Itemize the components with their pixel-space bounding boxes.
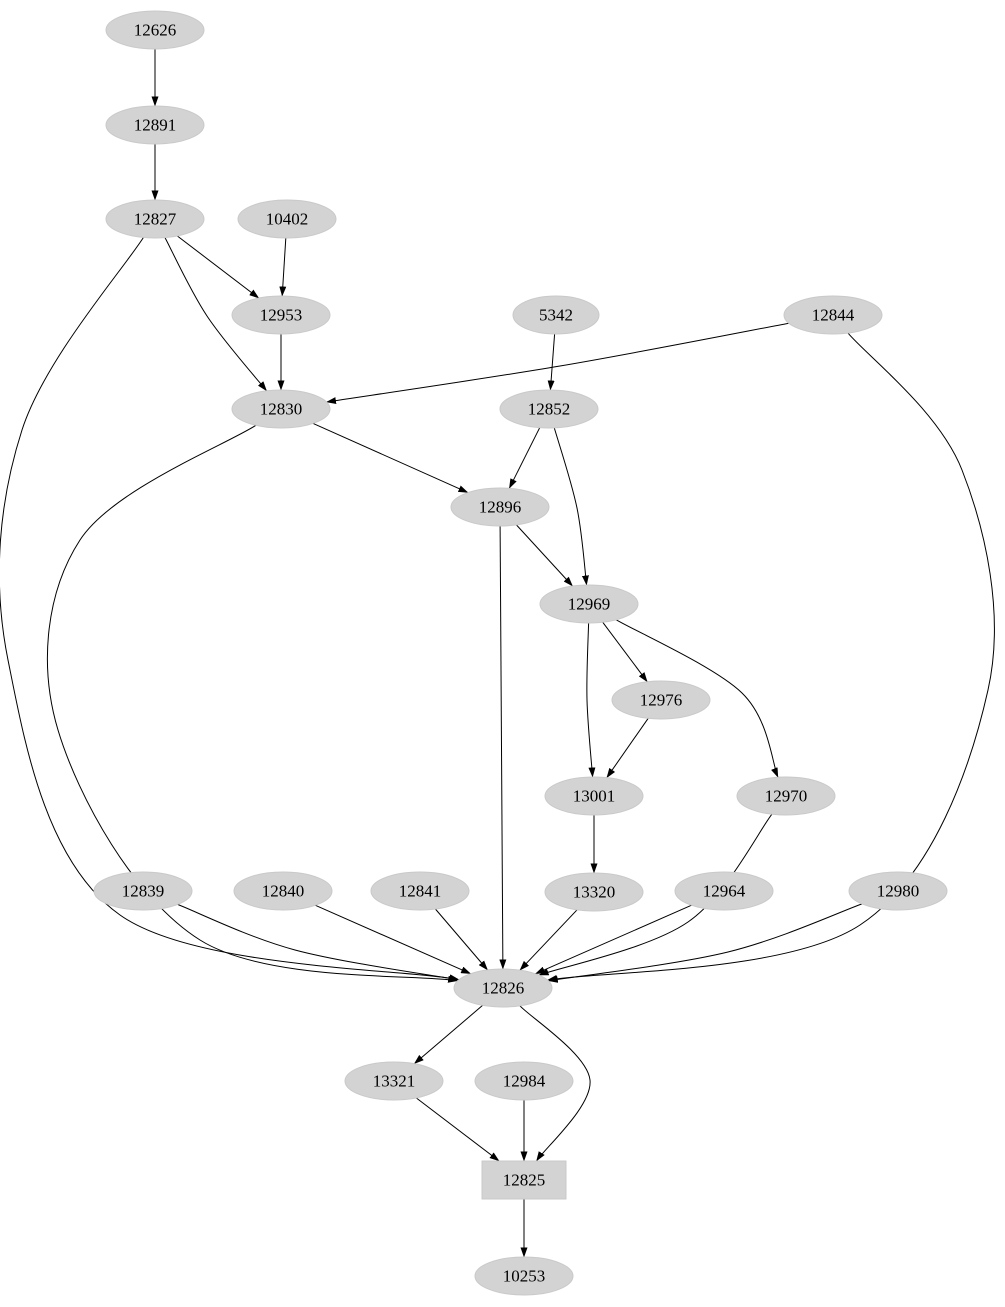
node-5342: 5342 [512, 295, 600, 335]
node-12827: 12827 [105, 199, 205, 239]
node-12852: 12852 [499, 389, 599, 429]
node-ellipse-shape [231, 389, 331, 429]
edge-5342-12852 [547, 333, 556, 391]
node-12976: 12976 [611, 680, 711, 720]
node-rect-shape [481, 1160, 567, 1200]
edge-12969-12976 [602, 621, 648, 683]
edge-12841-12826 [435, 908, 488, 971]
edge-12844-12830 [326, 322, 789, 405]
node-ellipse-shape [233, 871, 333, 911]
node-12844: 12844 [783, 295, 883, 335]
node-12964: 12964 [674, 871, 774, 911]
edge-12852-12896 [508, 427, 541, 489]
node-ellipse-shape [474, 1061, 574, 1101]
node-ellipse-shape [105, 10, 205, 50]
edge-12970-12826 [538, 813, 773, 976]
node-ellipse-shape [544, 872, 644, 912]
node-ellipse-shape [499, 389, 599, 429]
node-10253: 10253 [474, 1256, 574, 1296]
node-12626: 12626 [105, 10, 205, 50]
edge-12969-13001 [586, 622, 596, 778]
edge-12980-12826 [547, 903, 863, 983]
node-12825: 12825 [481, 1160, 567, 1200]
node-10402: 10402 [237, 199, 337, 239]
node-13001: 13001 [544, 776, 644, 816]
node-ellipse-shape [539, 584, 639, 624]
edge-12827-12953 [176, 235, 260, 299]
node-12839: 12839 [93, 871, 193, 911]
edge-12840-12826 [315, 904, 472, 975]
edge-12827-12826 [0, 237, 460, 982]
node-12984: 12984 [474, 1061, 574, 1101]
node-12980: 12980 [848, 871, 948, 911]
edge-12827-12830 [164, 237, 267, 392]
edge-12826-12825 [519, 1005, 591, 1162]
edge-12896-12826 [499, 525, 507, 970]
edge-12830-12896 [312, 422, 469, 494]
node-12840: 12840 [233, 871, 333, 911]
edge-12964-12826 [534, 904, 692, 975]
node-12830: 12830 [231, 389, 331, 429]
node-ellipse-shape [544, 776, 644, 816]
edge-12976-13001 [606, 718, 649, 779]
edge-12830-12826 [46, 424, 459, 983]
edge-12896-12969 [516, 524, 573, 587]
node-12953: 12953 [231, 295, 331, 335]
node-ellipse-shape [237, 199, 337, 239]
node-12969: 12969 [539, 584, 639, 624]
node-ellipse-shape [783, 295, 883, 335]
node-ellipse-shape [344, 1061, 444, 1101]
node-ellipse-shape [93, 871, 193, 911]
node-ellipse-shape [450, 487, 550, 527]
edge-12839-12826 [177, 903, 460, 982]
node-ellipse-shape [474, 1256, 574, 1296]
node-ellipse-shape [736, 776, 836, 816]
edge-13320-12826 [519, 909, 578, 971]
node-12826: 12826 [453, 968, 553, 1008]
edge-12969-12970 [615, 619, 779, 778]
edge-12844-12826 [547, 332, 995, 982]
node-ellipse-shape [512, 295, 600, 335]
node-13321: 13321 [344, 1061, 444, 1101]
node-ellipse-shape [370, 871, 470, 911]
edge-10402-12953 [279, 237, 287, 297]
node-ellipse-shape [848, 871, 948, 911]
node-ellipse-shape [453, 968, 553, 1008]
node-ellipse-shape [674, 871, 774, 911]
node-12841: 12841 [370, 871, 470, 911]
edge-12852-12969 [553, 427, 589, 586]
node-12891: 12891 [105, 105, 205, 145]
node-ellipse-shape [105, 199, 205, 239]
edge-13321-12825 [415, 1097, 500, 1162]
edge-12826-13321 [413, 1004, 484, 1065]
node-13320: 13320 [544, 872, 644, 912]
node-12896: 12896 [450, 487, 550, 527]
node-ellipse-shape [611, 680, 711, 720]
node-ellipse-shape [105, 105, 205, 145]
node-12970: 12970 [736, 776, 836, 816]
node-ellipse-shape [231, 295, 331, 335]
